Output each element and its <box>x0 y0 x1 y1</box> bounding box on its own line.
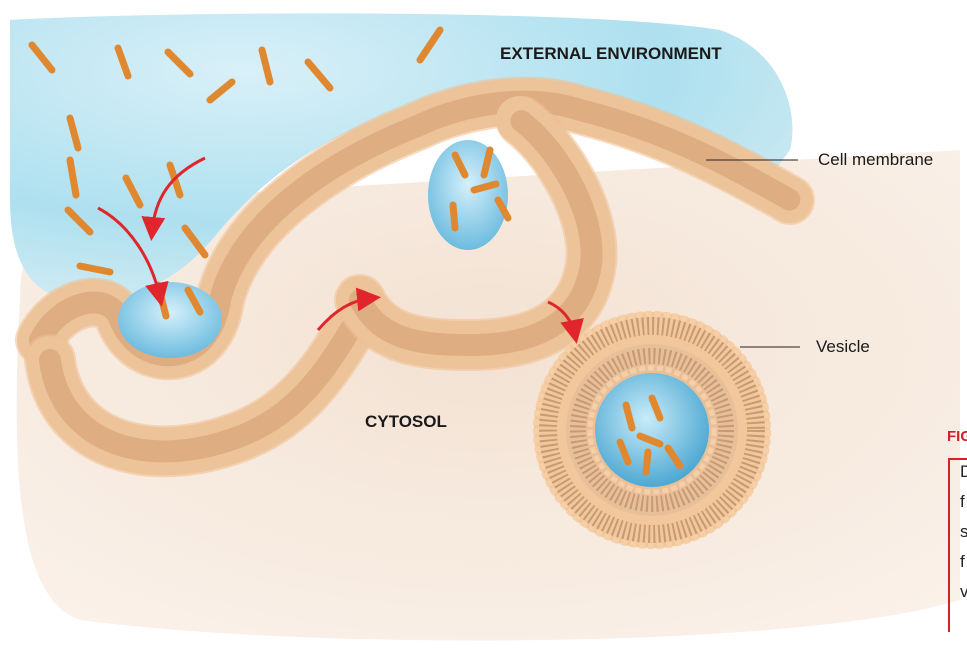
caption-fragment: f <box>960 492 965 512</box>
pocket-fluid-left <box>118 282 222 358</box>
vesicle-label: Vesicle <box>816 337 870 357</box>
caption-fragment: f <box>960 552 965 572</box>
cytosol-label: CYTOSOL <box>365 412 447 432</box>
vesicle <box>534 312 770 548</box>
caption-fragment: s <box>960 522 967 542</box>
figure-caption-heading: FIG <box>947 428 967 445</box>
pocket-fluid-middle <box>428 140 508 250</box>
caption-fragment: D <box>960 462 967 482</box>
cell-membrane-label: Cell membrane <box>818 150 933 170</box>
caption-fragment: v <box>960 582 967 602</box>
figure-caption-box <box>948 458 967 632</box>
external-environment-label: EXTERNAL ENVIRONMENT <box>500 44 722 64</box>
